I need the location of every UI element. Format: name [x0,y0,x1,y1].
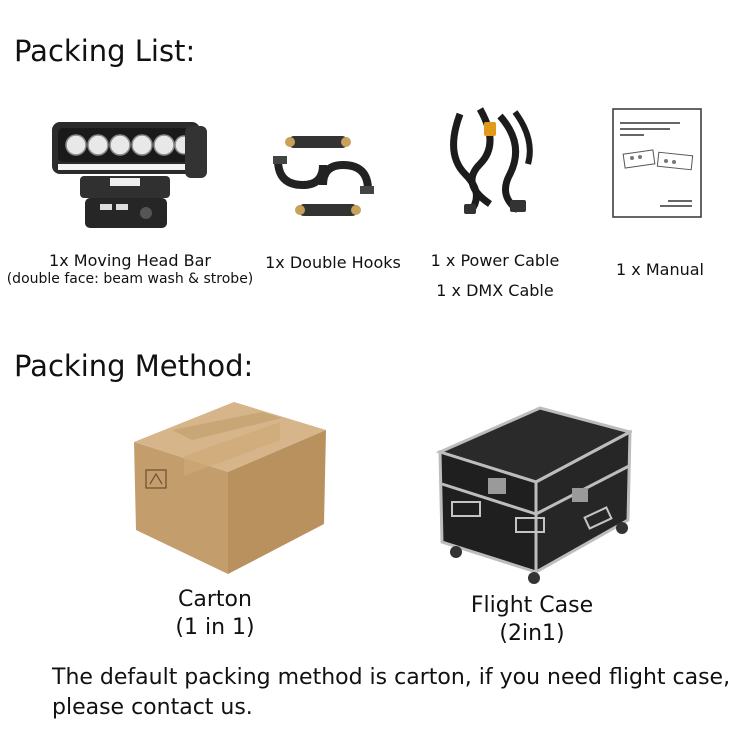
carton-box-image [132,400,328,576]
dmx-cable-caption: 1 x DMX Cable [436,281,554,300]
packing-method-heading: Packing Method: [14,349,254,383]
carton-label: Carton [178,587,252,612]
footer-note-line2: please contact us. [52,695,253,720]
carton-detail: (1 in 1) [175,615,255,640]
moving-head-bar-detail: (double face: beam wash & strobe) [6,271,254,287]
flight-case-detail: (2in1) [499,621,565,646]
flight-case-image [436,402,632,584]
double-hooks-caption: 1x Double Hooks [265,253,401,272]
packing-list-heading: Packing List: [14,34,196,68]
power-cable-caption: 1 x Power Cable [430,251,560,270]
footer-note-line1: The default packing method is carton, if… [52,665,731,690]
manual-image [612,108,704,220]
cables-image [440,104,540,216]
moving-head-bar-caption: 1x Moving Head Bar [49,251,211,270]
double-hooks-image [268,130,378,222]
manual-caption: 1 x Manual [616,260,704,279]
moving-head-bar-image [50,118,210,230]
flight-case-label: Flight Case [470,593,594,618]
